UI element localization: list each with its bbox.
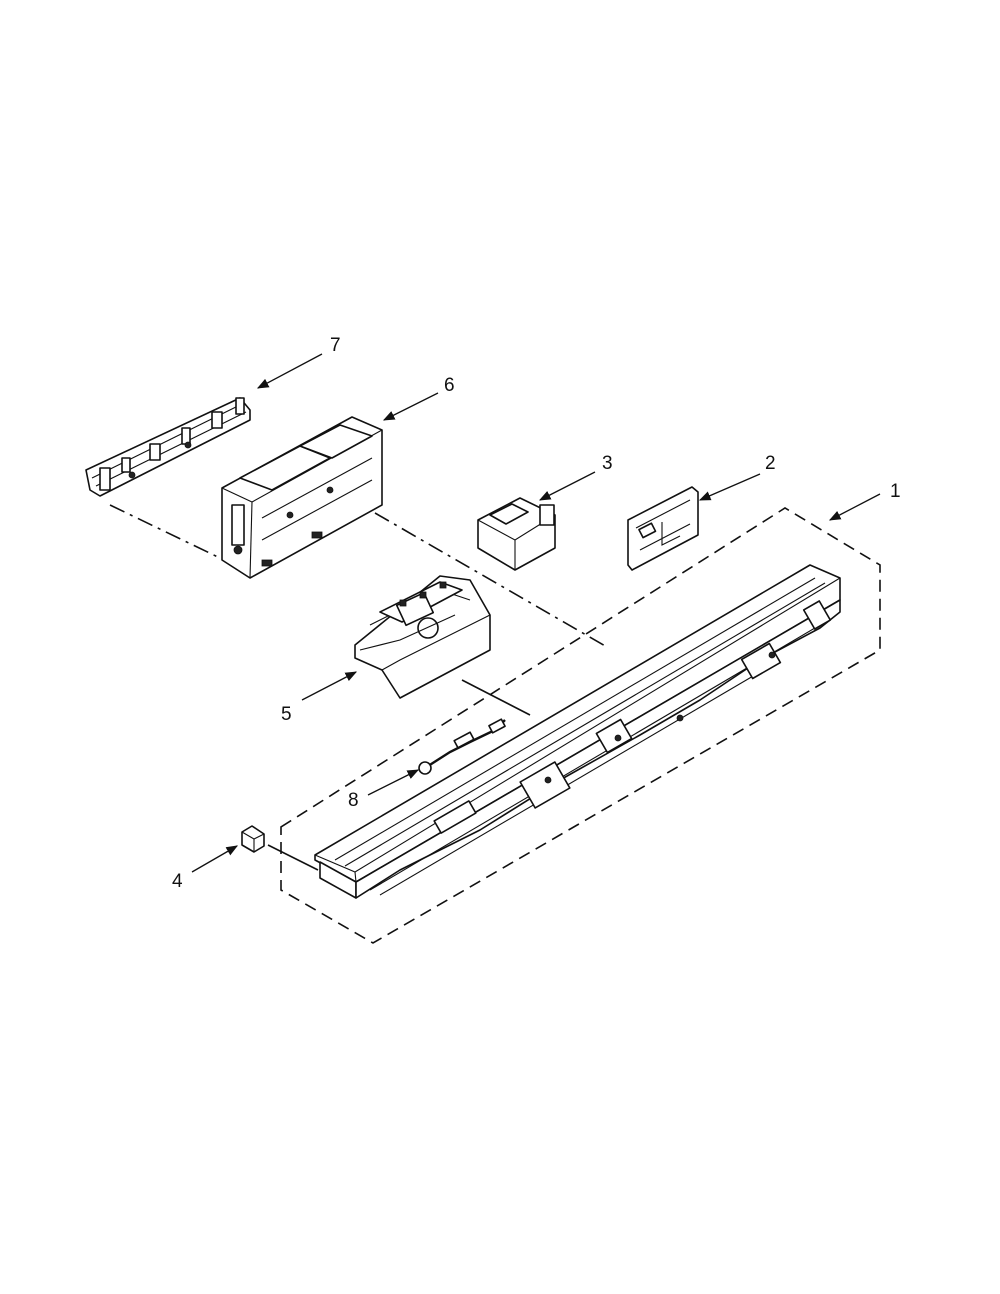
part-6-control-housing[interactable] [221, 416, 383, 579]
connection-line-part-6 [374, 512, 608, 648]
part-2-label-plate[interactable] [627, 486, 699, 571]
connection-line-part-4 [267, 844, 319, 871]
part-5-module[interactable] [354, 575, 491, 699]
callout-2: 2 [765, 453, 776, 474]
leader-part-8 [367, 769, 420, 796]
callout-8: 8 [348, 790, 359, 811]
connection-line-part-5 [461, 679, 531, 716]
part-4-fastener[interactable] [241, 825, 265, 853]
leader-part-6 [382, 392, 439, 421]
connection-line-part-7 [109, 504, 223, 560]
leader-part-5 [301, 671, 358, 701]
leader-part-2 [698, 473, 761, 501]
part-3-bracket[interactable] [477, 497, 556, 571]
leader-part-7 [256, 353, 323, 389]
callout-6: 6 [444, 375, 455, 396]
leader-part-4 [191, 845, 239, 873]
callout-4: 4 [172, 871, 183, 892]
callout-7: 7 [330, 335, 341, 356]
callout-1: 1 [890, 481, 901, 502]
callout-5: 5 [281, 704, 292, 725]
part-7-rail[interactable] [85, 397, 251, 497]
leader-part-1 [828, 493, 881, 521]
callout-3: 3 [602, 453, 613, 474]
part-8-wire-harness[interactable] [418, 718, 506, 775]
leader-part-3 [538, 471, 596, 501]
part-1-console-assembly[interactable] [314, 564, 841, 899]
assembly-boundary-part-1 [280, 507, 881, 944]
